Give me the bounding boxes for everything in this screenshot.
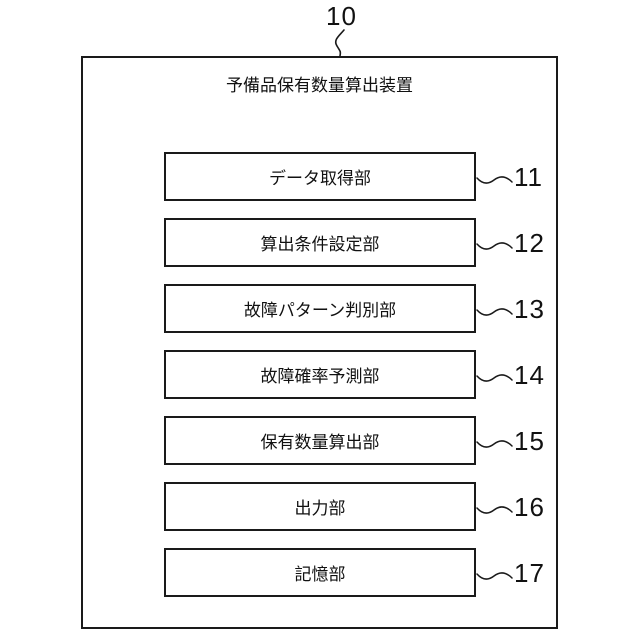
unit-box-holding-quantity: 保有数量算出部 bbox=[164, 416, 476, 465]
unit-ref-number: 11 bbox=[514, 161, 543, 192]
unit-row-failure-pattern: 故障パターン判別部 13 bbox=[164, 284, 545, 333]
leader-line bbox=[476, 307, 513, 316]
unit-box-data-acquisition: データ取得部 bbox=[164, 152, 476, 201]
leader-line bbox=[476, 439, 513, 448]
leader-line bbox=[476, 241, 513, 250]
unit-ref-number: 16 bbox=[514, 491, 545, 522]
leader-line bbox=[476, 571, 513, 580]
unit-ref-number: 15 bbox=[514, 425, 545, 456]
device-outline-box: 予備品保有数量算出装置 データ取得部 11 算出条件設定部 12 故障パターン判… bbox=[81, 56, 558, 629]
unit-row-output: 出力部 16 bbox=[164, 482, 545, 531]
leader-line bbox=[476, 373, 513, 382]
unit-ref-number: 17 bbox=[514, 557, 545, 588]
unit-row-calc-condition: 算出条件設定部 12 bbox=[164, 218, 545, 267]
unit-row-storage: 記憶部 17 bbox=[164, 548, 545, 597]
unit-box-calc-condition: 算出条件設定部 bbox=[164, 218, 476, 267]
unit-row-data-acquisition: データ取得部 11 bbox=[164, 152, 543, 201]
unit-ref-number: 14 bbox=[514, 359, 545, 390]
leader-line bbox=[476, 175, 513, 184]
figure-number-label: 10 bbox=[326, 1, 357, 31]
unit-box-storage: 記憶部 bbox=[164, 548, 476, 597]
unit-row-holding-quantity: 保有数量算出部 15 bbox=[164, 416, 545, 465]
device-title: 予備品保有数量算出装置 bbox=[226, 76, 413, 95]
unit-box-output: 出力部 bbox=[164, 482, 476, 531]
leader-line bbox=[476, 505, 513, 514]
unit-ref-number: 12 bbox=[514, 227, 545, 258]
unit-ref-number: 13 bbox=[514, 293, 545, 324]
unit-box-failure-probability: 故障確率予測部 bbox=[164, 350, 476, 399]
unit-row-failure-probability: 故障確率予測部 14 bbox=[164, 350, 545, 399]
unit-box-failure-pattern: 故障パターン判別部 bbox=[164, 284, 476, 333]
